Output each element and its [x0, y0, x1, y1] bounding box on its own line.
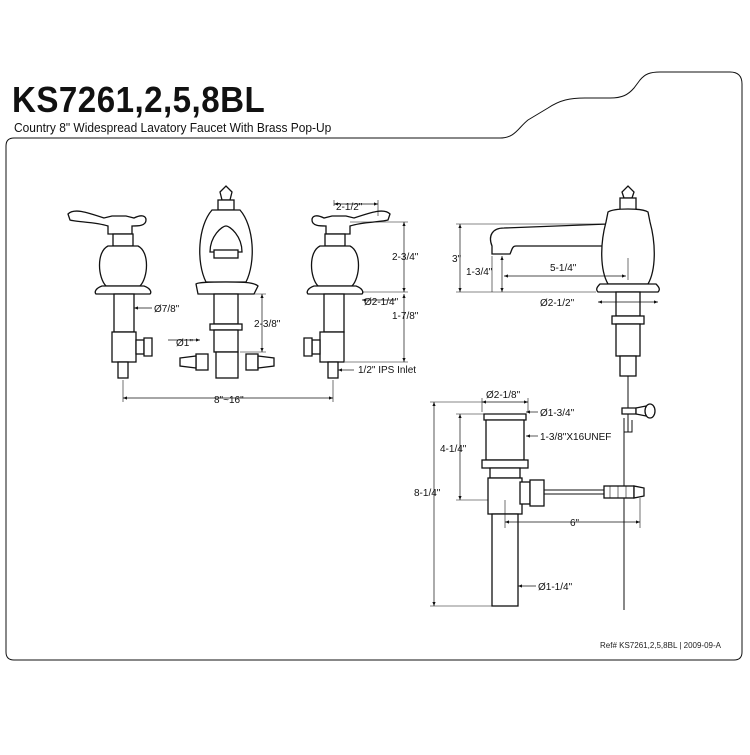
dim-shank-length: 1-7/8" — [392, 311, 419, 322]
left-handle-valve — [67, 210, 153, 379]
right-handle-valve — [303, 210, 391, 379]
dim-flange-top: Ø2-1/8" — [486, 390, 521, 401]
dim-handle-spread: 2-1/2" — [336, 202, 363, 213]
front-view: 2-1/2" 2-3/4" Ø2-1/4" 1-7/8" Ø7/8" Ø1" 2… — [67, 185, 419, 406]
dim-thread: 1-3/8"X16UNEF — [540, 432, 611, 443]
side-dimensions — [456, 223, 658, 304]
popup-drain: Ø2-1/8" Ø1-3/4" 1-3/8"X16UNEF 4-1/4" 8-1… — [414, 376, 656, 610]
dim-escutcheon-dia: Ø2-1/4" — [364, 297, 399, 308]
dim-rod-length: 6" — [570, 518, 580, 529]
dim-spout-reach: 5-1/4" — [550, 263, 577, 274]
sheet-border — [5, 71, 743, 661]
page-title: KS7261,2,5,8BL — [12, 79, 266, 120]
page-subtitle: Country 8" Widespread Lavatory Faucet Wi… — [14, 120, 332, 135]
dim-centers: 8"~16" — [214, 395, 244, 406]
dim-spout-outlet: 1-3/4" — [466, 267, 493, 278]
dim-spout-shank-length: 2-3/8" — [254, 319, 281, 330]
front-dimensions — [122, 200, 408, 402]
dim-flange-dia: Ø1-3/4" — [540, 408, 575, 419]
dim-shank-dia: Ø7/8" — [154, 304, 180, 315]
center-spout — [179, 185, 275, 379]
dim-handle-height: 2-3/4" — [392, 252, 419, 263]
side-view: 3" 1-3/4" 5-1/4" Ø2-1/2" — [452, 185, 660, 377]
dim-inlet: 1/2" IPS Inlet — [358, 365, 416, 376]
dim-body-length: 4-1/4" — [440, 444, 467, 455]
popup-dimensions — [430, 398, 641, 607]
dim-spout-shank-dia: Ø1" — [176, 338, 193, 349]
dim-overall-length: 8-1/4" — [414, 488, 441, 499]
dim-base-dia: Ø2-1/2" — [540, 298, 575, 309]
dim-tail-dia: Ø1-1/4" — [538, 582, 573, 593]
reference-note: Ref# KS7261,2,5,8BL | 2009-09-A — [600, 641, 721, 650]
dim-spout-height: 3" — [452, 254, 462, 265]
